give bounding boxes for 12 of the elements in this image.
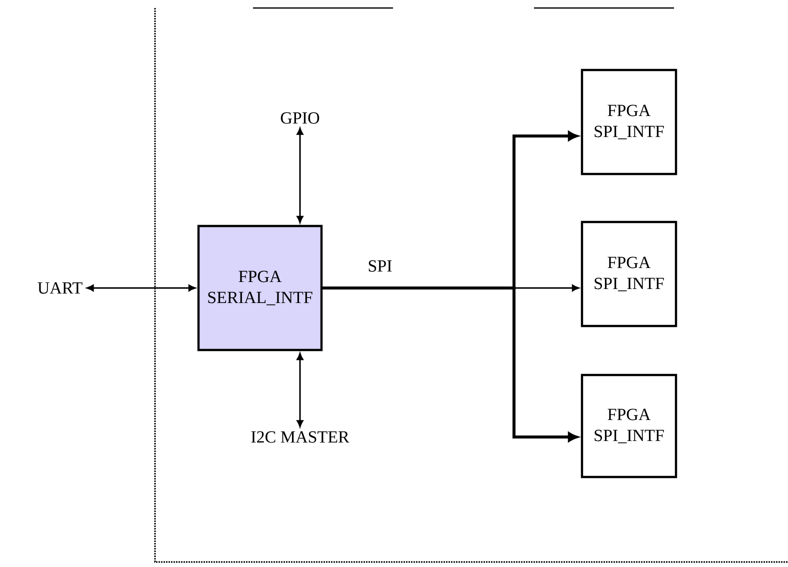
- fpga-block: FPGA SERIAL_INTF: [197, 224, 323, 352]
- arrow: [86, 284, 196, 292]
- signal-label: I2C MASTER: [251, 431, 350, 443]
- fpga-block: FPGA SPI_INTF: [580, 68, 678, 176]
- signal-label: GPIO: [280, 112, 320, 124]
- signal-label: UART: [38, 282, 82, 294]
- fpga-block: FPGA SPI_INTF: [580, 220, 678, 328]
- arrow: [296, 352, 304, 428]
- fpga-block: FPGA SPI_INTF: [580, 374, 678, 478]
- edge-label: SPI: [366, 259, 394, 273]
- arrow: [296, 128, 304, 223]
- arrow: [322, 286, 578, 442]
